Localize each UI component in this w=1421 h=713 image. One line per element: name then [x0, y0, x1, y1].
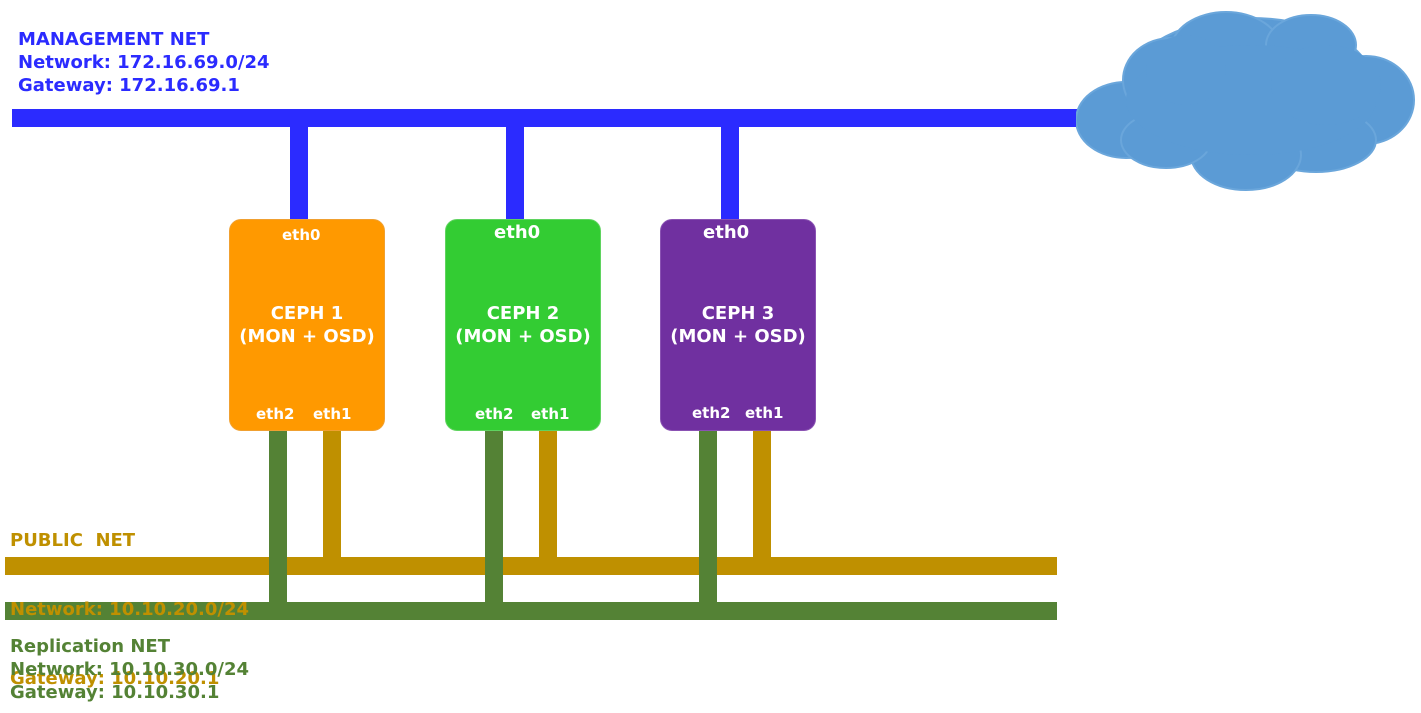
public-drop-ceph3: [753, 430, 771, 560]
ceph1-title: CEPH 1 (MON + OSD): [230, 302, 384, 348]
ceph2-eth1-label: eth1: [531, 405, 570, 423]
management-drop-ceph3: [721, 127, 739, 220]
public-net-label: PUBLIC NET Network: 10.10.20.0/24 Gatewa…: [10, 483, 249, 713]
ceph3-title: CEPH 3 (MON + OSD): [661, 302, 815, 348]
ceph3-eth0-label: eth0: [703, 222, 750, 243]
ceph1-eth2-label: eth2: [256, 405, 295, 423]
ceph1-eth0-label: eth0: [282, 226, 321, 244]
ceph1-node: eth0 CEPH 1 (MON + OSD) eth2 eth1: [229, 219, 385, 431]
ceph3-eth1-label: eth1: [745, 404, 784, 422]
public-net-title: PUBLIC NET: [10, 530, 136, 551]
ceph3-name: CEPH 3: [701, 303, 775, 324]
ceph2-role: (MON + OSD): [455, 326, 591, 347]
public-bus: [5, 557, 1057, 575]
ceph3-eth2-label: eth2: [692, 404, 731, 422]
cloud-icon: [1076, 11, 1415, 191]
management-drop-ceph2: [506, 127, 524, 220]
management-net-label: MANAGEMENT NET Network: 172.16.69.0/24 G…: [18, 28, 270, 97]
ceph3-node: eth0 CEPH 3 (MON + OSD) eth2 eth1: [660, 219, 816, 431]
replication-net-network: Network: 10.10.30.0/24: [10, 659, 249, 680]
public-net-network: Network: 10.10.20.0/24: [10, 599, 249, 620]
replication-bus: [5, 602, 1057, 620]
replication-net-label: Replication NET Network: 10.10.30.0/24 G…: [10, 635, 249, 704]
public-net-gateway: Gateway: 10.10.20.1: [10, 668, 220, 689]
public-drop-ceph1: [323, 430, 341, 560]
replication-drop-ceph1: [269, 430, 287, 605]
management-drop-ceph1: [290, 127, 308, 220]
ceph2-title: CEPH 2 (MON + OSD): [446, 302, 600, 348]
ceph2-eth0-label: eth0: [494, 222, 541, 243]
replication-net-gateway: Gateway: 10.10.30.1: [10, 682, 220, 703]
management-net-gateway: Gateway: 172.16.69.1: [18, 75, 240, 96]
ceph2-name: CEPH 2: [486, 303, 560, 324]
management-net-network: Network: 172.16.69.0/24: [18, 52, 270, 73]
ceph2-node: eth0 CEPH 2 (MON + OSD) eth2 eth1: [445, 219, 601, 431]
ceph1-name: CEPH 1: [270, 303, 344, 324]
ceph3-role: (MON + OSD): [670, 326, 806, 347]
ceph2-eth2-label: eth2: [475, 405, 514, 423]
ceph1-role: (MON + OSD): [239, 326, 375, 347]
public-drop-ceph2: [539, 430, 557, 560]
replication-net-title: Replication NET: [10, 636, 170, 657]
management-net-title: MANAGEMENT NET: [18, 29, 210, 50]
ceph1-eth1-label: eth1: [313, 405, 352, 423]
management-bus: [12, 109, 1080, 127]
replication-drop-ceph3: [699, 430, 717, 605]
replication-drop-ceph2: [485, 430, 503, 605]
